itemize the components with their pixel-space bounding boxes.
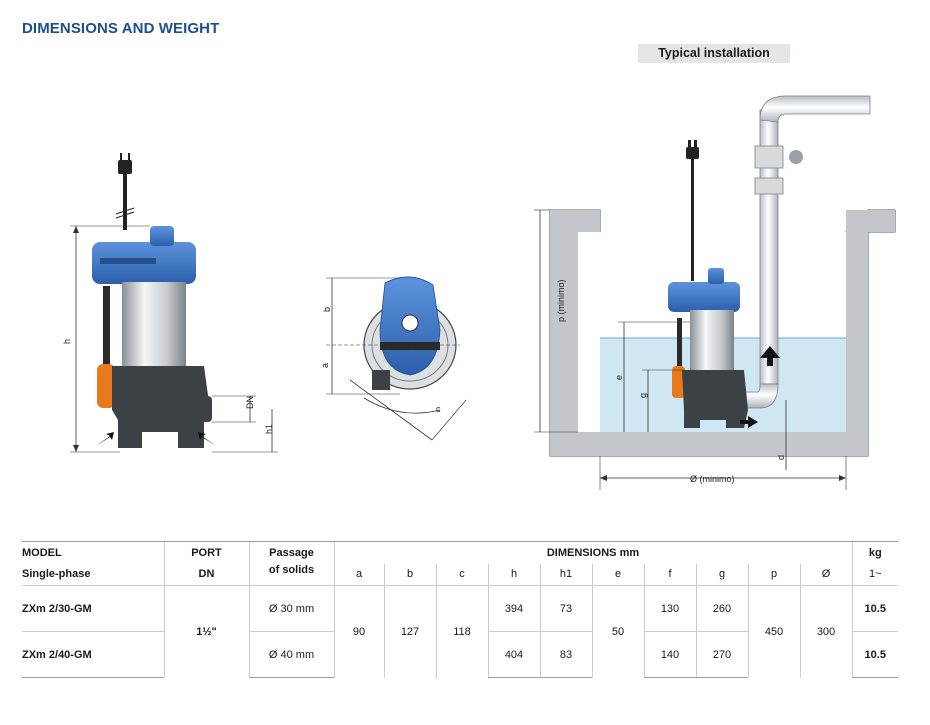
col-diameter: Ø: [799, 563, 852, 586]
dim-h-label: h: [62, 339, 72, 344]
row1-h: 394: [487, 585, 540, 632]
col-g: g: [695, 563, 748, 586]
dim-dn-label: DN: [245, 396, 255, 409]
row2-g: 270: [695, 631, 748, 678]
header-passage: Passage: [248, 541, 334, 564]
table-header-row-1: MODEL PORT Passage DIMENSIONS mm kg: [22, 541, 898, 564]
shared-a: 90: [333, 585, 384, 678]
table-row: ZXm 2/30-GM 1½" Ø 30 mm 90 127 118 394 7…: [22, 585, 898, 678]
dim-b-label: b: [322, 307, 332, 312]
row1-g: 260: [695, 585, 748, 632]
row1-kg: 10.5: [851, 585, 898, 632]
shared-c: 118: [435, 585, 488, 678]
col-e: e: [591, 563, 644, 586]
header-phase: 1~: [851, 563, 898, 586]
row2-h1: 83: [539, 631, 592, 678]
dim-a-label: a: [320, 363, 330, 368]
pump-side-view: h DN h1: [62, 153, 278, 453]
row2-kg: 10.5: [851, 631, 898, 678]
dim-d-label: d: [776, 455, 786, 460]
header-port: PORT: [163, 541, 249, 564]
col-h: h: [487, 563, 540, 586]
dim-p-label: p (minimo): [556, 279, 566, 322]
dim-width-label: Ø (minimo): [690, 474, 735, 484]
installation-drawing: p (minimo) e g d Ø (minimo): [534, 95, 896, 490]
dim-g-label: g: [638, 393, 648, 398]
table-row: ZXm 2/40-GM Ø 40 mm 404 83 140 270 10.5: [22, 631, 898, 678]
typical-installation-label: Typical installation: [638, 44, 790, 63]
pump-top-view: b a c: [320, 276, 467, 441]
row2-passage: Ø 40 mm: [248, 631, 334, 678]
header-dn: DN: [163, 563, 249, 586]
row1-f: 130: [643, 585, 696, 632]
col-p: p: [747, 563, 800, 586]
dim-h1-label: h1: [264, 424, 274, 434]
plug-icon: [118, 160, 132, 174]
row2-h: 404: [487, 631, 540, 678]
header-single-phase: Single-phase: [22, 568, 91, 581]
dimensions-table: MODEL PORT Passage DIMENSIONS mm kg Sing…: [22, 541, 898, 678]
col-f: f: [643, 563, 696, 586]
dim-e-label: e: [614, 375, 624, 380]
table-header-row-2: Single-phase DN of solids a b c h h1 e f…: [22, 563, 898, 586]
dimension-drawings: h DN h1 b a c: [62, 95, 896, 490]
col-b: b: [383, 563, 436, 586]
shared-b: 127: [383, 585, 436, 678]
col-h1: h1: [539, 563, 592, 586]
dim-c-label: c: [436, 404, 441, 414]
header-dimensions: DIMENSIONS mm: [333, 541, 852, 564]
row2-model: ZXm 2/40-GM: [22, 631, 164, 678]
header-kg: kg: [851, 541, 898, 564]
header-of-solids: of solids: [248, 563, 334, 586]
row1-model: ZXm 2/30-GM: [22, 585, 164, 632]
shared-port: 1½": [163, 585, 249, 678]
row2-f: 140: [643, 631, 696, 678]
col-a: a: [333, 563, 384, 586]
shared-e: 50: [591, 585, 644, 678]
col-c: c: [435, 563, 488, 586]
row1-passage: Ø 30 mm: [248, 585, 334, 632]
header-model: MODEL: [22, 541, 164, 564]
page-title: DIMENSIONS AND WEIGHT: [22, 20, 220, 37]
shared-p: 450: [747, 585, 800, 678]
row1-h1: 73: [539, 585, 592, 632]
shared-diameter: 300: [799, 585, 852, 678]
